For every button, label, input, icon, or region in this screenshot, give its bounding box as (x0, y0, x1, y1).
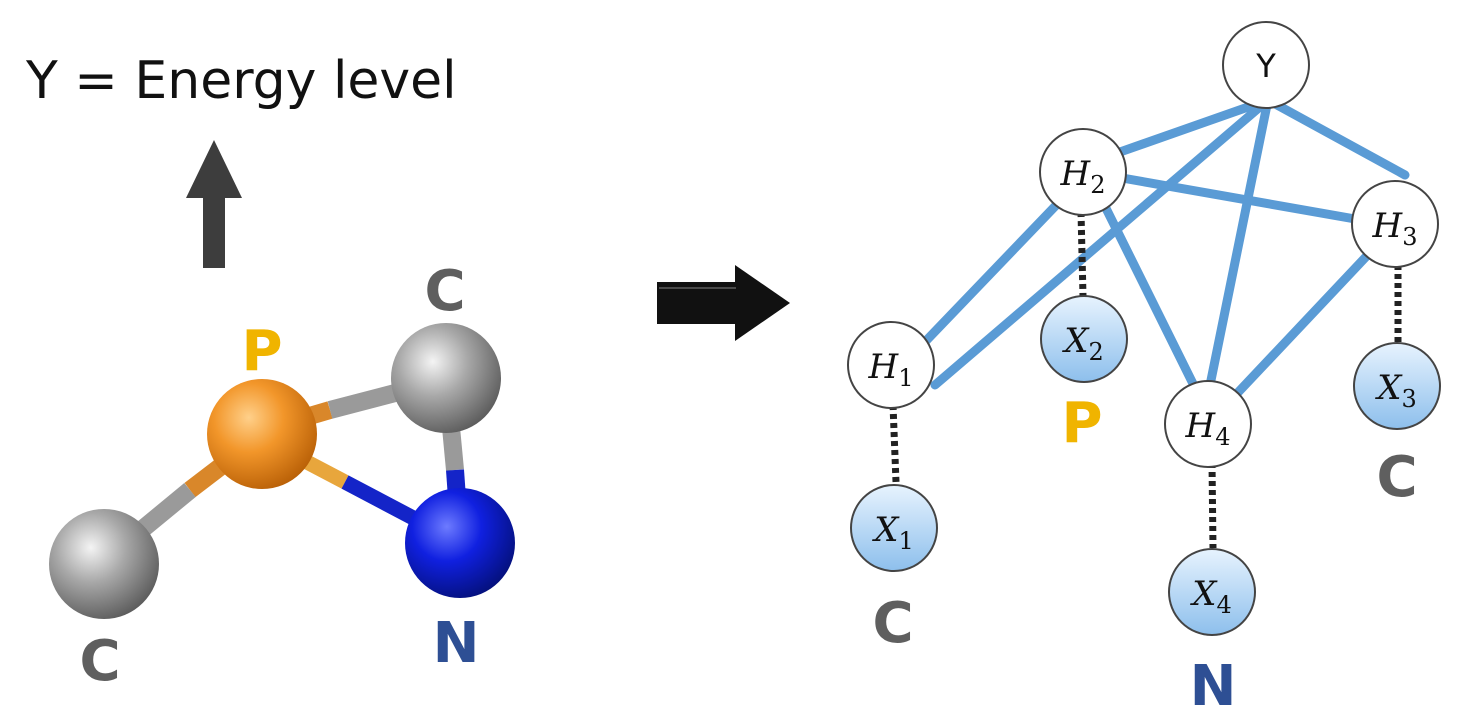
node-x3: X3 (1353, 342, 1441, 430)
node-x4: X4 (1168, 548, 1256, 636)
svg-text:H4: H4 (1185, 406, 1231, 451)
atom-label-c-left: C (79, 629, 120, 694)
node-y: Y (1222, 21, 1310, 109)
graph-dotted-edges (889, 211, 1402, 549)
edge-y-h3 (1263, 95, 1410, 180)
up-arrow (186, 140, 242, 268)
node-h2: H2 (1039, 128, 1127, 216)
svg-text:H1: H1 (868, 347, 914, 392)
graph-atom-label-x2: P (1061, 391, 1102, 456)
svg-text:H3: H3 (1372, 206, 1418, 251)
node-h4: H4 (1164, 380, 1252, 468)
edge-h2-h4 (1083, 167, 1215, 423)
node-x2: X2 (1040, 295, 1128, 383)
node-x4-sub: 4 (1216, 591, 1231, 619)
nitrogen-atom (405, 488, 515, 598)
atom-label-n: N (433, 611, 480, 676)
node-h3-base: H (1372, 206, 1404, 246)
node-y-label: Y (1255, 47, 1276, 85)
edge-y-h1 (930, 95, 1273, 390)
molecule-model (49, 323, 515, 619)
svg-text:X3: X3 (1374, 368, 1417, 413)
graph-edges (917, 95, 1410, 425)
node-h4-base: H (1185, 406, 1217, 446)
graph-atom-label-x3: C (1376, 445, 1417, 510)
graph-atom-label-x1: C (872, 591, 913, 656)
node-x1-sub: 1 (898, 527, 913, 555)
svg-text:X2: X2 (1061, 321, 1104, 366)
node-x1-base: X (871, 510, 900, 550)
phosphorus-atom (207, 379, 317, 489)
edge-h2-h3 (1083, 167, 1400, 231)
svg-text:X4: X4 (1189, 574, 1232, 619)
node-x4-base: X (1189, 574, 1218, 614)
node-h2-sub: 2 (1090, 171, 1105, 199)
node-x3-sub: 3 (1401, 385, 1416, 413)
carbon-atom-top (391, 323, 501, 433)
node-h3-sub: 3 (1402, 223, 1417, 251)
node-h3: H3 (1351, 180, 1439, 268)
node-x1: X1 (850, 484, 938, 572)
node-h2-base: H (1060, 154, 1092, 194)
node-x2-base: X (1061, 321, 1090, 361)
atom-label-p: P (241, 319, 282, 384)
dotted-edge-h4-x4 (1208, 462, 1217, 549)
graph-atom-label-x4: N (1190, 654, 1237, 719)
right-arrow (657, 265, 790, 341)
node-h1-sub: 1 (898, 364, 913, 392)
edge-y-h4 (1203, 95, 1273, 400)
svg-text:H2: H2 (1060, 154, 1106, 199)
dotted-edge-h1-x1 (889, 404, 900, 483)
energy-level-title: Y = Energy level (25, 51, 457, 111)
node-x3-base: X (1374, 368, 1403, 408)
svg-text:X1: X1 (871, 510, 914, 555)
node-h1: H1 (847, 321, 935, 409)
carbon-atom-left (49, 509, 159, 619)
edge-h3-h4 (1207, 221, 1400, 425)
atom-label-c-top: C (424, 259, 465, 324)
edge-y-h2 (1115, 95, 1273, 157)
node-h1-base: H (868, 347, 900, 387)
node-h4-sub: 4 (1215, 423, 1230, 451)
node-x2-sub: 2 (1088, 338, 1103, 366)
